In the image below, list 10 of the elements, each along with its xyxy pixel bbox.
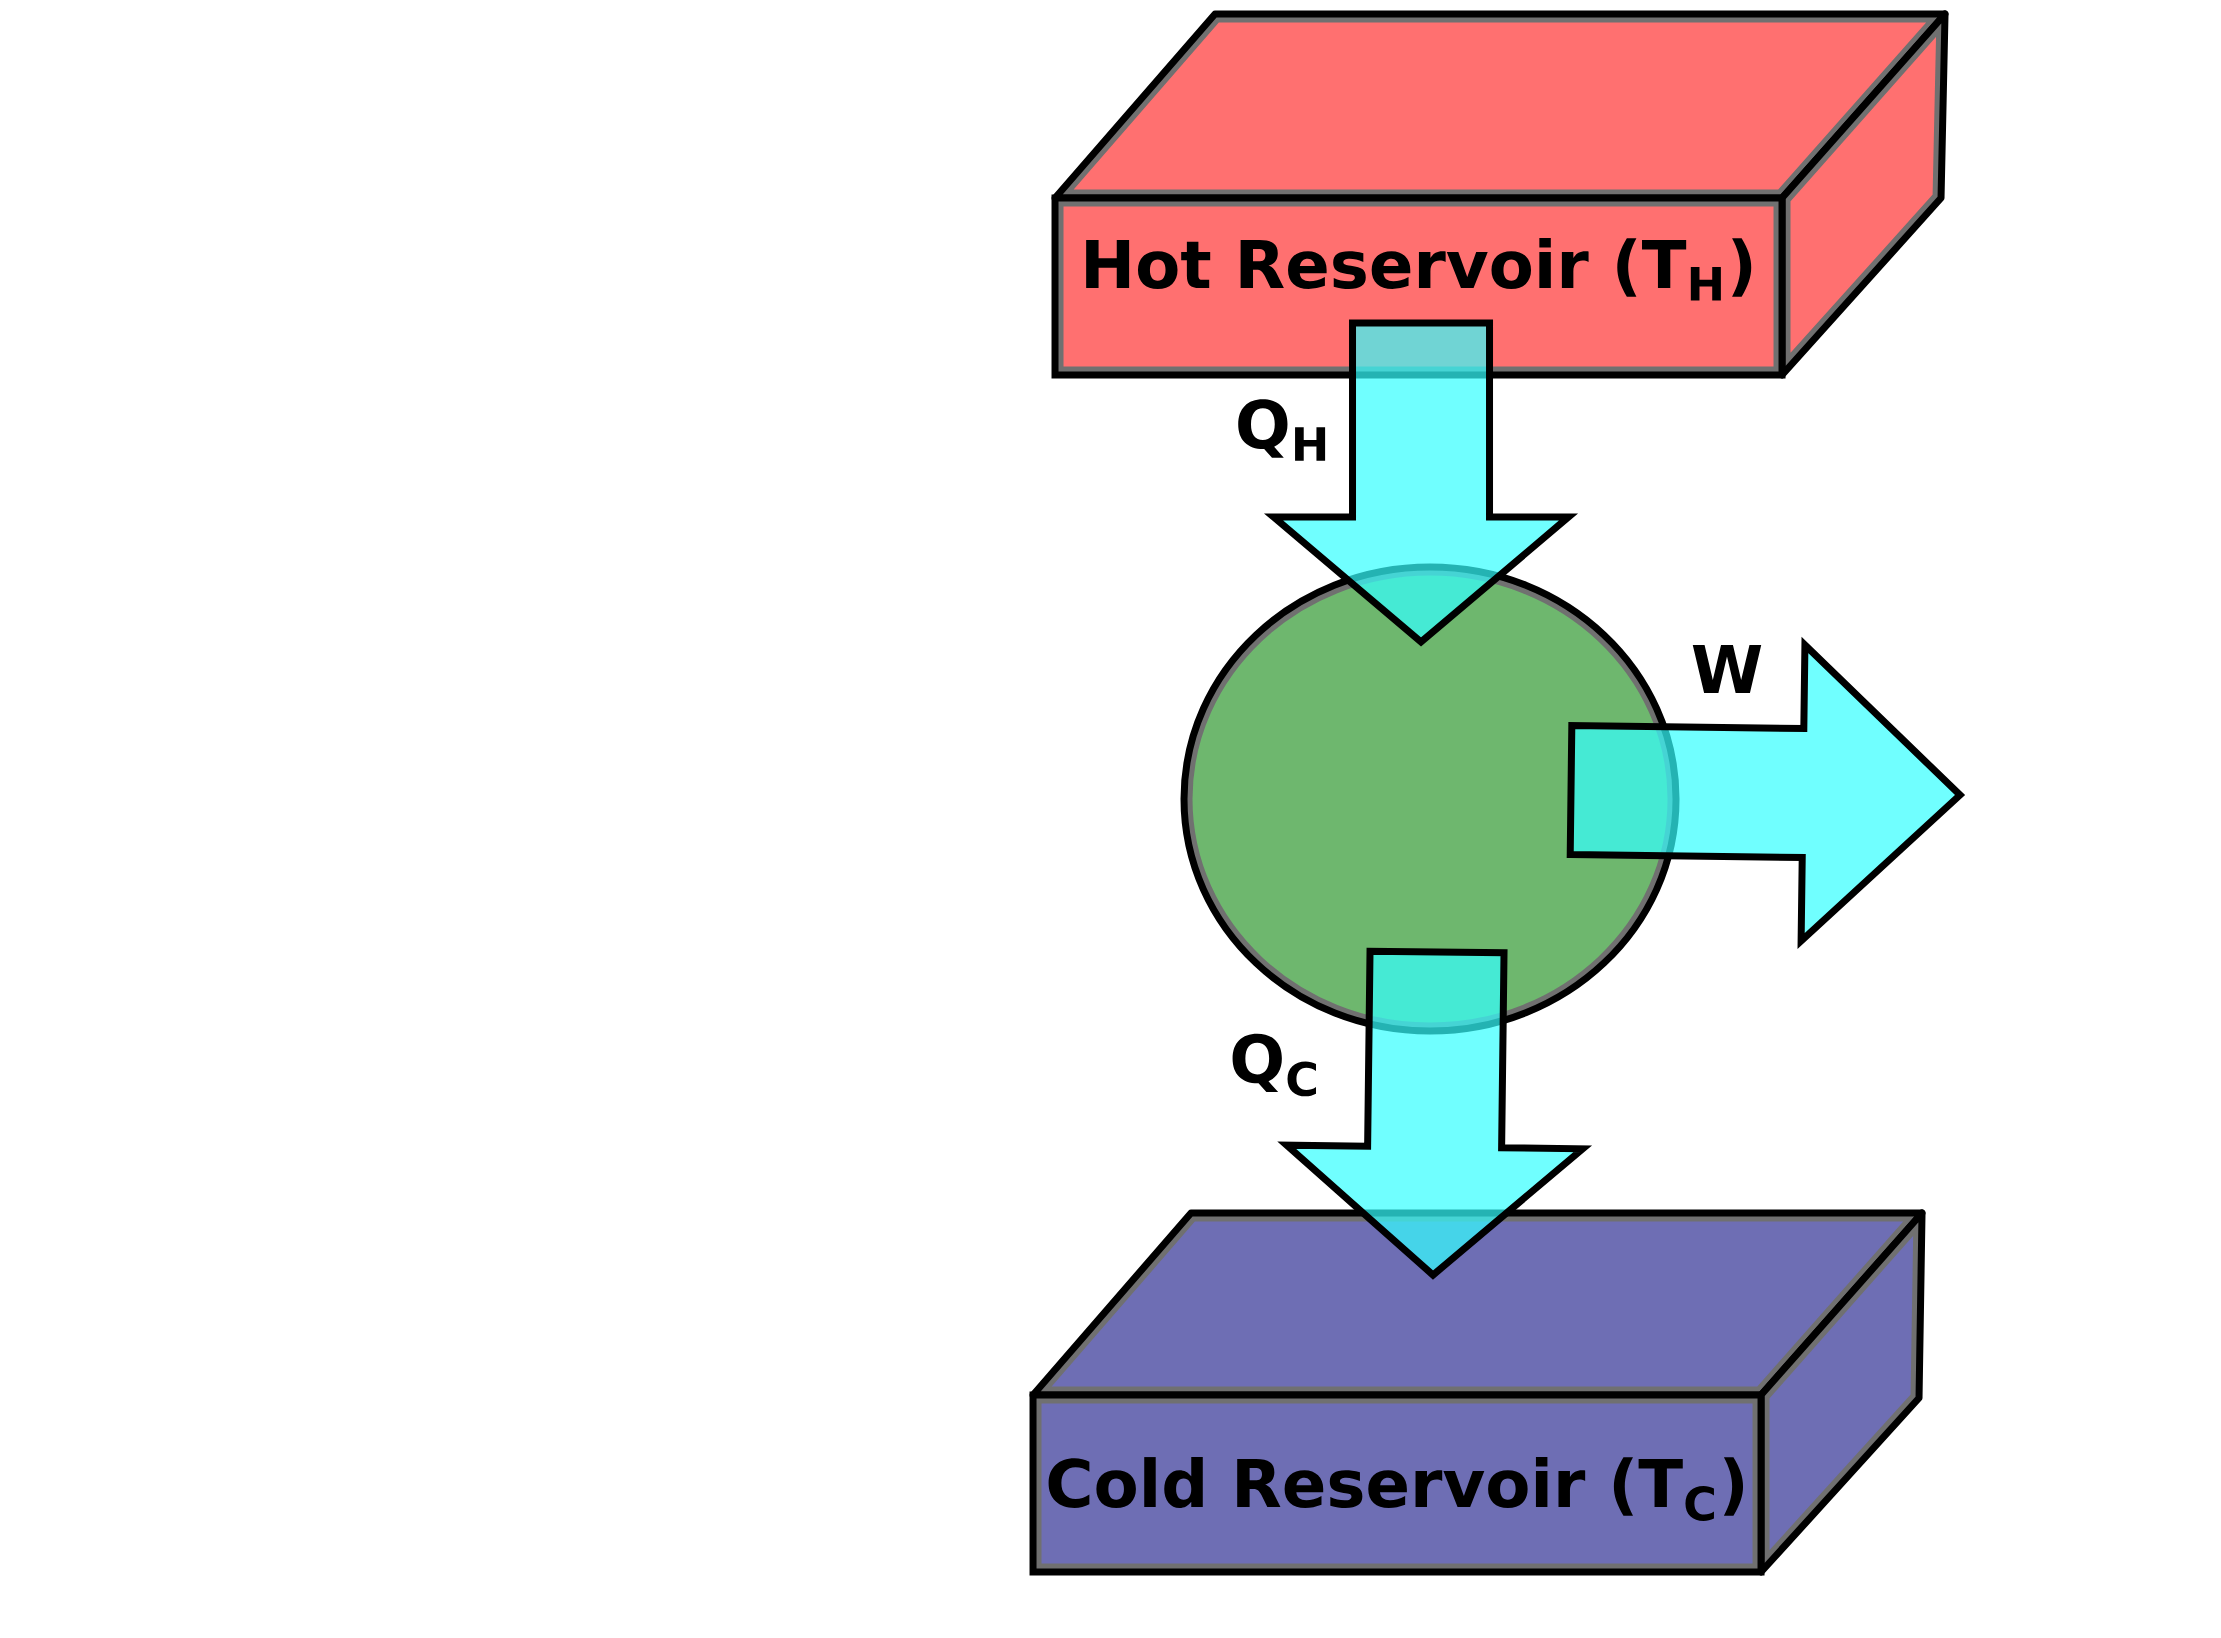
reservoir-block: Cold Reservoir (T$_{C}$) bbox=[1029, 1209, 1926, 1576]
block-arrow bbox=[1566, 636, 1966, 950]
node-label: Cold Reservoir (T$_{C}$) bbox=[1048, 1457, 1744, 1521]
edge-label: W bbox=[1692, 645, 1762, 693]
reservoir-block: Hot Reservoir (T$_{H}$) bbox=[1051, 10, 1949, 379]
node-label: Hot Reservoir (T$_{H}$) bbox=[1086, 238, 1752, 301]
block-arrow bbox=[1277, 947, 1593, 1280]
block-arrow bbox=[1263, 319, 1579, 647]
edge-label: Q$_{H}$ bbox=[1238, 399, 1326, 461]
edge-label: Q$_{C}$ bbox=[1232, 1033, 1316, 1097]
